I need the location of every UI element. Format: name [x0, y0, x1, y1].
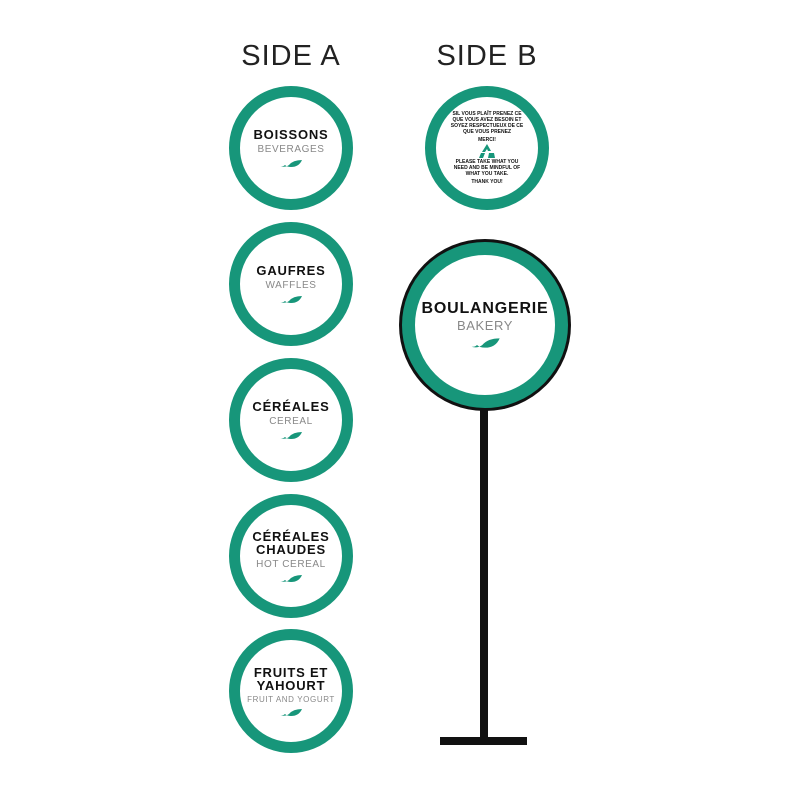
side-a-sign: FRUITS ET YAHOURT FRUIT AND YOGURT — [229, 629, 353, 753]
side-a-sign: BOISSONS BEVERAGES — [229, 86, 353, 210]
sign-subtitle: CEREAL — [269, 416, 313, 427]
sign-subtitle: BAKERY — [456, 317, 514, 333]
side-a-sign: GAUFRES WAFFLES — [229, 222, 353, 346]
leaf-logo-icon — [280, 432, 302, 439]
recycle-icon — [479, 144, 495, 158]
leaf-logo-icon — [280, 708, 302, 716]
leaf-logo-icon — [280, 574, 302, 582]
side-a-sign: CÉRÉALES CHAUDES HOT CEREAL — [229, 494, 353, 618]
sign-title: BOISSONS — [253, 127, 329, 142]
notice-french-thanks: MERCI! — [478, 137, 496, 143]
pole-base — [440, 737, 527, 745]
bakery-sign: BOULANGERIE BAKERY — [402, 242, 568, 408]
sign-subtitle: WAFFLES — [265, 280, 317, 291]
sign-title: CÉRÉALES CHAUDES — [252, 528, 330, 557]
leaf-logo-icon — [280, 296, 302, 303]
sign-subtitle: HOT CEREAL — [256, 558, 326, 570]
sign-title: GAUFRES — [256, 263, 326, 278]
notice-english: PLEASE TAKE WHAT YOU NEED AND BE MINDFUL… — [453, 159, 521, 177]
side-a-sign: CÉRÉALES CEREAL — [229, 358, 353, 482]
sign-title: BOULANGERIE — [421, 299, 549, 317]
notice-french: SIL VOUS PLAÎT PRENEZ CE QUE VOUS AVEZ B… — [450, 111, 524, 135]
sign-subtitle: FRUIT AND YOGURT — [247, 694, 335, 704]
sign-title: CÉRÉALES — [252, 399, 330, 414]
leaf-logo-icon — [280, 160, 302, 167]
sign-subtitle: BEVERAGES — [257, 144, 325, 155]
notice-english-thanks: THANK YOU! — [471, 179, 503, 185]
notice-sign: SIL VOUS PLAÎT PRENEZ CE QUE VOUS AVEZ B… — [425, 86, 549, 210]
side-a-heading: SIDE A — [241, 40, 341, 72]
side-b-heading: SIDE B — [436, 40, 538, 72]
pole — [480, 400, 488, 740]
leaf-logo-icon — [470, 337, 500, 348]
sign-title: FRUITS ET YAHOURT — [253, 664, 329, 693]
